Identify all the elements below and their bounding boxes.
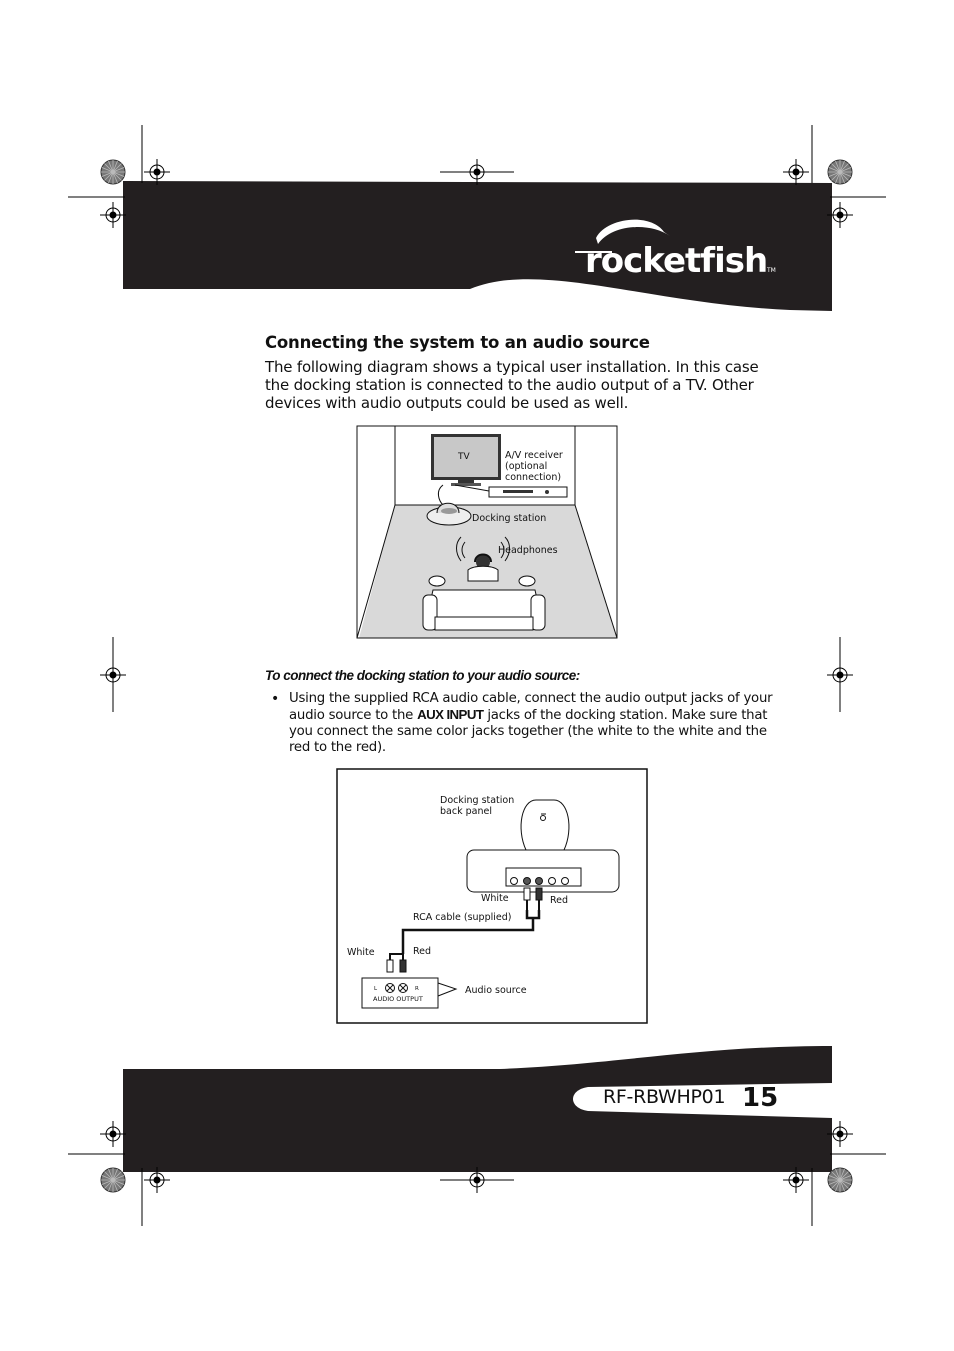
back-panel-label-1: Docking station xyxy=(440,795,514,806)
rca-plugs-bottom-icon xyxy=(386,953,407,973)
white-bottom-label: White xyxy=(347,947,375,958)
section-heading: Connecting the system to an audio source xyxy=(265,333,650,352)
model-number: RF-RBWHP01 xyxy=(603,1086,726,1108)
rca-plugs-top-icon xyxy=(523,887,543,910)
red-top-label: Red xyxy=(550,895,568,906)
headphones-icon xyxy=(456,536,510,582)
docking-station-label: Docking station xyxy=(472,513,546,524)
instructions-subheading: To connect the docking station to your a… xyxy=(265,668,580,683)
step-text-after: jacks of the docking station. Make sure … xyxy=(289,708,768,755)
aux-input-keyword: AUX INPUT xyxy=(417,707,484,722)
av-receiver-note-1: (optional xyxy=(505,461,547,472)
sofa-icon xyxy=(422,575,546,631)
tv-label: TV xyxy=(457,452,470,462)
rocketfish-logo: rocketfish TM xyxy=(585,241,776,281)
av-receiver-label: A/V receiver xyxy=(505,450,563,461)
logo-text: rocketfish xyxy=(585,241,767,281)
left-jack-label: L xyxy=(374,986,378,992)
bullet-marker: • xyxy=(271,691,280,707)
installation-diagram: TV A/V receiver (optional connection) Do… xyxy=(356,425,618,639)
audio-source-device-icon xyxy=(361,977,458,1009)
step-text-before: Using the supplied RCA audio cable, conn… xyxy=(289,691,773,723)
white-top-label: White xyxy=(481,893,509,904)
docking-station-back-panel-icon xyxy=(466,799,620,893)
logo-trademark: TM xyxy=(766,267,776,274)
intro-paragraph: The following diagram shows a typical us… xyxy=(265,358,759,412)
right-jack-label: R xyxy=(415,986,419,992)
instruction-step: Using the supplied RCA audio cable, conn… xyxy=(289,691,779,756)
tv-icon xyxy=(431,434,501,486)
av-receiver-note-2: connection) xyxy=(505,472,561,483)
rca-cable xyxy=(401,910,541,954)
headphones-label: Headphones xyxy=(498,545,558,556)
docking-station-icon xyxy=(426,484,472,526)
audio-source-label: Audio source xyxy=(465,985,527,996)
av-receiver-icon xyxy=(454,484,568,498)
connection-diagram: Docking station back panel White Red RCA… xyxy=(336,768,648,1024)
audio-output-label: AUDIO OUTPUT xyxy=(373,995,423,1003)
rca-cable-label: RCA cable (supplied) xyxy=(413,912,511,923)
page-number: 15 xyxy=(742,1083,779,1113)
back-panel-label-2: back panel xyxy=(440,806,492,817)
red-bottom-label: Red xyxy=(413,946,431,957)
